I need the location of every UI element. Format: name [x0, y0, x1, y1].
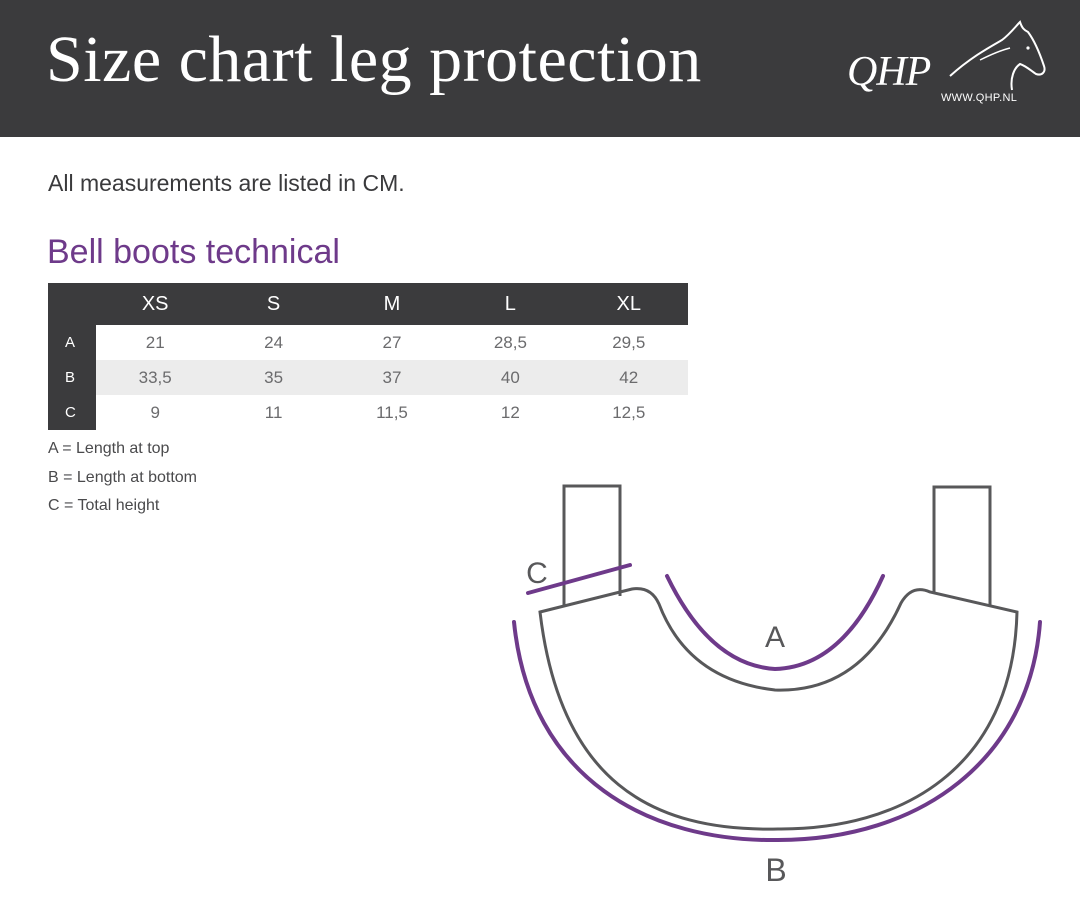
legend: A = Length at top B = Length at bottom C… — [48, 440, 197, 526]
table-header-row: XS S M L XL — [48, 283, 688, 325]
measure-a-line — [665, 574, 885, 672]
row-label: A — [48, 325, 96, 360]
measure-b-line — [512, 620, 1042, 843]
table-cell: 11,5 — [376, 403, 408, 422]
row-label: B — [48, 360, 96, 395]
table-corner — [48, 283, 96, 325]
column-header: XL — [616, 293, 641, 315]
table-cell: 37 — [382, 368, 402, 387]
column-header: S — [266, 293, 281, 315]
logo-text: QHP — [847, 49, 931, 95]
table-cell: 28,5 — [493, 333, 527, 352]
label-c: C — [526, 557, 548, 590]
table-cell: 12,5 — [612, 403, 646, 422]
column-header: XS — [141, 293, 169, 315]
section-title: Bell boots technical — [47, 233, 340, 271]
measurement-note: All measurements are listed in CM. — [48, 170, 405, 196]
boot-outline — [538, 587, 1019, 831]
left-strap — [562, 484, 622, 606]
table-cell: 33,5 — [138, 368, 172, 387]
column-header: L — [504, 293, 516, 315]
logo-url: WWW.QHP.NL — [941, 92, 1018, 104]
row-label: C — [48, 395, 96, 430]
horse-head-icon — [949, 20, 1046, 91]
label-b: B — [765, 852, 786, 888]
bell-boot-diagram: A B C — [512, 484, 1042, 888]
table-cell: 40 — [500, 368, 520, 387]
label-a: A — [765, 621, 785, 654]
table-row: A 21 24 27 28,5 29,5 — [48, 325, 688, 360]
header-banner: Size chart leg protection QHP WWW.QHP.NL — [0, 0, 1080, 137]
table-cell: 42 — [619, 368, 639, 387]
table-cell: 12 — [500, 403, 520, 422]
measure-c-line — [526, 563, 632, 595]
table-row: B 33,5 35 37 40 42 — [48, 360, 688, 395]
legend-item: C = Total height — [48, 497, 160, 514]
table-cell: 29,5 — [612, 333, 646, 352]
page-title: Size chart leg protection — [46, 23, 702, 96]
column-header: M — [383, 293, 401, 315]
table-cell: 35 — [264, 368, 284, 387]
legend-item: B = Length at bottom — [48, 468, 197, 486]
table-row: C 9 11 11,5 12 12,5 — [48, 395, 688, 430]
right-strap — [932, 485, 992, 606]
table-cell: 27 — [382, 333, 402, 352]
table-cell: 21 — [145, 333, 165, 352]
table-cell: 11 — [264, 403, 283, 422]
table-cell: 9 — [150, 403, 160, 422]
legend-item: A = Length at top — [48, 440, 170, 457]
table-cell: 24 — [264, 333, 284, 352]
size-table: XS S M L XL A 21 24 27 28,5 29,5 B 33,5 … — [48, 283, 688, 430]
qhp-logo: QHP WWW.QHP.NL — [845, 18, 1050, 108]
